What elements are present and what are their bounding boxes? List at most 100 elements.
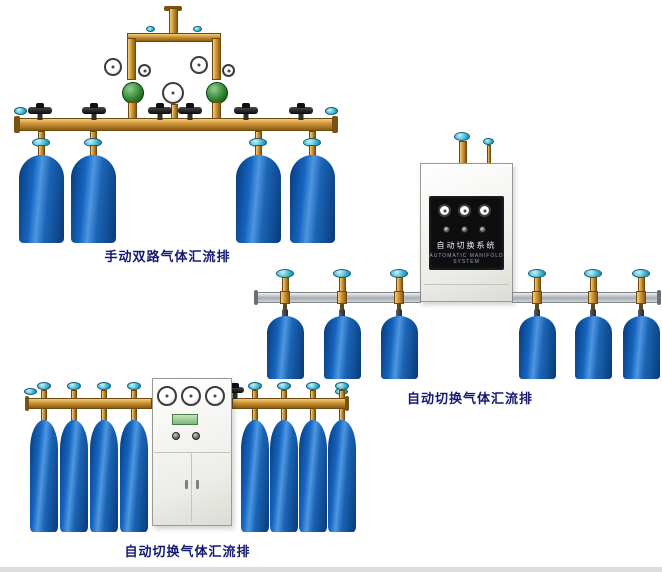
gas-cylinder (90, 420, 118, 532)
station-valve-knob (248, 382, 262, 390)
panel-gauge (458, 204, 471, 217)
cabinet-divider (152, 452, 232, 453)
pressure-gauge (190, 56, 208, 74)
station-valve-knob (97, 382, 111, 390)
cabinet-top-valve-knob (454, 132, 470, 141)
branch-pipe-right (212, 38, 221, 80)
cabinet-sublabel: AUTOMATIC MANIFOLD SYSTEM (429, 253, 504, 265)
handwheel-valve (234, 107, 258, 114)
gas-cylinder (623, 316, 660, 379)
station-valve-knob (67, 382, 81, 390)
cylinder-neck (590, 309, 596, 317)
pipe-end-cap (332, 116, 338, 133)
cylinder-neck (396, 309, 402, 317)
caption-auto-changeover-wall: 自动切换气体汇流排 (406, 391, 533, 406)
cabinet-door-seam (424, 284, 509, 285)
pipe-end-cap (14, 116, 20, 133)
panel-gauge (478, 204, 491, 217)
station-valve-knob (37, 382, 51, 390)
panel-knob (443, 226, 450, 233)
gas-cylinder (299, 420, 327, 532)
station-valve-knob (306, 382, 320, 390)
handwheel-valve (148, 107, 172, 114)
connection-hose (283, 303, 287, 311)
gas-cylinder (30, 420, 58, 532)
gas-cylinder (236, 155, 281, 243)
cylinder-neck (339, 309, 345, 317)
gas-cylinder (270, 420, 298, 532)
connection-hose (397, 303, 401, 311)
status-display (172, 414, 198, 425)
connection-hose (340, 303, 344, 311)
panel-knob (461, 226, 468, 233)
tee-header-pipe (127, 33, 221, 42)
pipe-end-cap (254, 290, 258, 305)
cylinder-neck (534, 309, 540, 317)
pressure-gauge (138, 64, 151, 77)
handwheel-valve (178, 107, 202, 114)
handwheel-valve (289, 107, 313, 114)
station-valve-stem (339, 390, 345, 399)
cabinet-knob (172, 432, 180, 440)
station-valve-stem (71, 390, 77, 399)
panel-knob (479, 226, 486, 233)
connection-hose (591, 303, 595, 311)
cylinder-neck (638, 309, 644, 317)
panel-gauge (438, 204, 451, 217)
gas-cylinder (575, 316, 612, 379)
tee-valve-knob (146, 26, 155, 32)
gas-cylinder (19, 155, 64, 243)
connection-hose (535, 303, 539, 311)
gas-cylinder (241, 420, 269, 532)
gas-cylinder (324, 316, 361, 379)
pressure-gauge (104, 58, 122, 76)
gas-cylinder (60, 420, 88, 532)
end-valve-knob (14, 107, 27, 115)
caption-auto-changeover-cabinet: 自动切换气体汇流排 (124, 544, 251, 559)
handwheel-valve (28, 107, 52, 114)
gas-cylinder (120, 420, 148, 532)
station-valve-stem (252, 390, 258, 399)
cabinet-gauge (205, 386, 225, 406)
gas-cylinder (519, 316, 556, 379)
door-handle (196, 480, 199, 489)
cabinet-gauge (157, 386, 177, 406)
manifold-pipe-right (232, 398, 346, 409)
gas-cylinder (267, 316, 304, 379)
tee-valve-knob (193, 26, 202, 32)
branch-pipe-left (127, 38, 136, 80)
cabinet-knob (192, 432, 200, 440)
cylinder-neck (282, 309, 288, 317)
caption-manual-dual-manifold: 手动双路气体汇流排 (104, 249, 231, 264)
bottom-border (0, 567, 662, 572)
door-handle (185, 480, 188, 489)
pipe-end-cap (345, 396, 349, 411)
station-valve-knob (335, 382, 349, 390)
station-valve-knob (277, 382, 291, 390)
pressure-gauge (222, 64, 235, 77)
cabinet-gauge (181, 386, 201, 406)
gas-cylinder (381, 316, 418, 379)
station-valve-stem (101, 390, 107, 399)
end-valve-knob (325, 107, 338, 115)
center-pressure-gauge (162, 82, 184, 104)
connection-hose (639, 303, 643, 311)
handwheel-valve (226, 387, 244, 393)
handwheel-valve (82, 107, 106, 114)
station-valve-stem (310, 390, 316, 399)
cabinet-label: 自动切换系统 (436, 241, 497, 250)
cabinet-door-seam (191, 452, 192, 522)
gas-cylinder (290, 155, 335, 243)
station-valve-knob (127, 382, 141, 390)
cabinet-top-valve-knob (483, 138, 494, 145)
station-valve-stem (41, 390, 47, 399)
station-valve-stem (131, 390, 137, 399)
pipe-end-cap (657, 290, 661, 305)
station-valve-stem (281, 390, 287, 399)
gas-cylinder (71, 155, 116, 243)
end-valve-knob (24, 388, 37, 395)
